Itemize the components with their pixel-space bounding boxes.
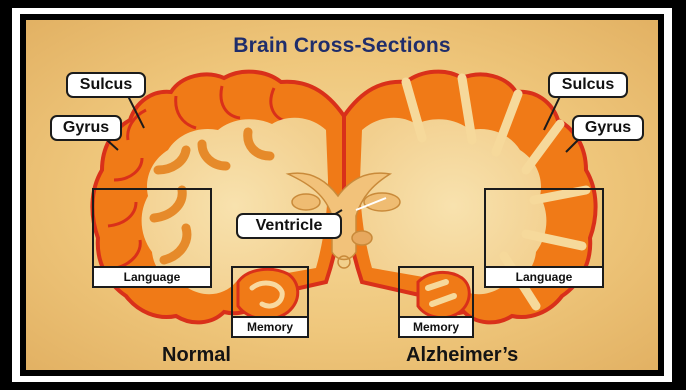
- memory-tag-normal: Memory: [231, 316, 309, 338]
- normal-caption: Normal: [162, 344, 231, 367]
- memory-region-normal: Memory: [231, 266, 309, 338]
- diagram-title: Brain Cross-Sections: [26, 34, 658, 58]
- memory-tag-alzheimers: Memory: [398, 316, 474, 338]
- diagram-canvas: Brain Cross-Sections Sulcus Gyrus Sulcus…: [26, 20, 658, 370]
- gyrus-label-left: Gyrus: [50, 115, 122, 141]
- sulcus-label-left: Sulcus: [66, 72, 146, 98]
- language-region-normal: Language: [92, 188, 212, 288]
- language-tag-normal: Language: [92, 266, 212, 288]
- memory-region-alzheimers: Memory: [398, 266, 474, 338]
- language-tag-alzheimers: Language: [484, 266, 604, 288]
- gyrus-label-right: Gyrus: [572, 115, 644, 141]
- sulcus-label-right: Sulcus: [548, 72, 628, 98]
- alzheimers-caption: Alzheimer’s: [406, 344, 518, 367]
- ventricle-label: Ventricle: [236, 213, 342, 239]
- language-region-alzheimers: Language: [484, 188, 604, 288]
